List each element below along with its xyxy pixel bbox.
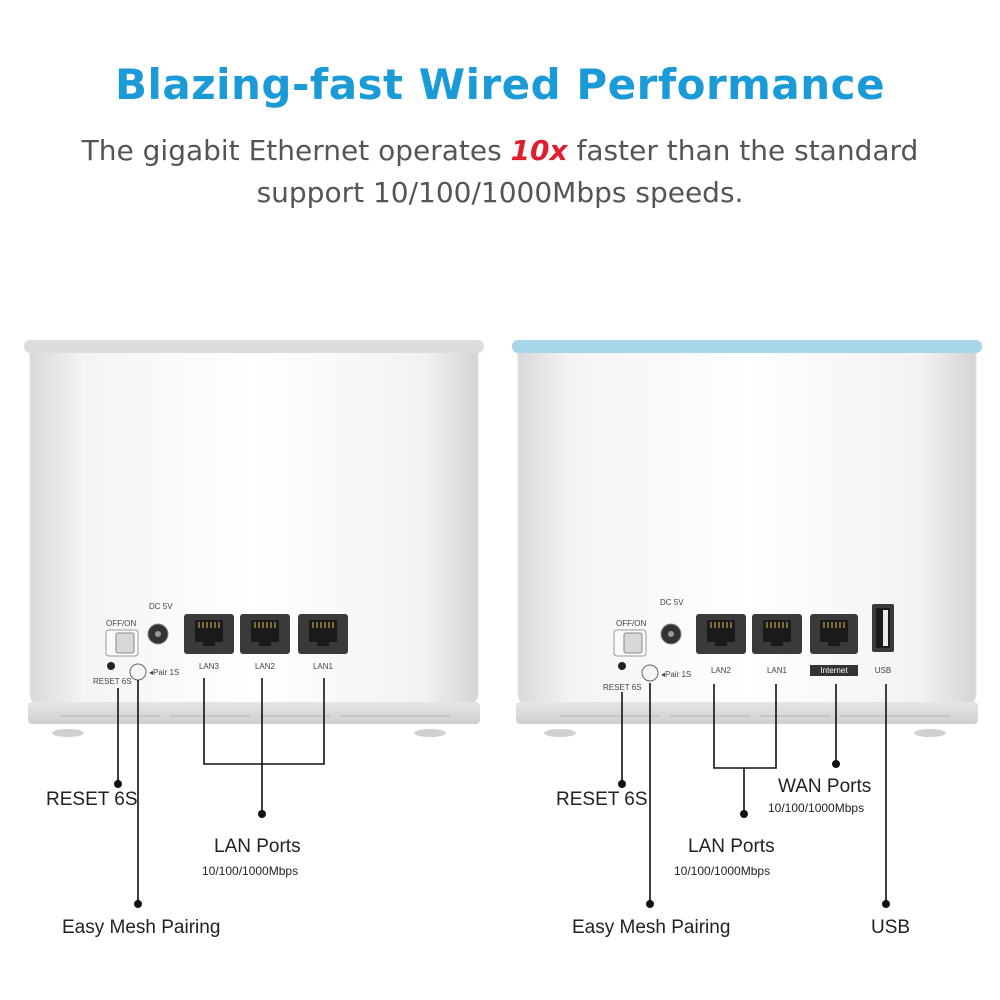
right-internet-label-bg xyxy=(810,665,858,676)
left-dc-pin xyxy=(155,631,161,637)
right-pair-button[interactable] xyxy=(641,664,659,682)
right-reset-hole[interactable] xyxy=(618,662,626,670)
right-router-top-rim xyxy=(512,340,982,353)
left-port-label-lan3: LAN3 xyxy=(199,662,220,671)
left-pair-button[interactable] xyxy=(129,663,147,681)
left-port-label-lan1: LAN1 xyxy=(313,662,334,671)
callout-right-pairing: Easy Mesh Pairing xyxy=(572,917,731,938)
left-port-label-lan2: LAN2 xyxy=(255,662,276,671)
left-lan-dot xyxy=(258,810,266,818)
left-reset-hole[interactable] xyxy=(107,662,115,670)
subtitle-highlight: 10x xyxy=(510,134,568,167)
right-router-base xyxy=(516,702,978,724)
right-router: OFF/ON DC 5V RESET 6S ◂Pair 1S LAN2 LAN1… xyxy=(512,340,982,737)
right-power-switch-knob[interactable] xyxy=(623,632,643,654)
right-router-foot-right xyxy=(914,729,946,737)
callout-right-lan: LAN Ports xyxy=(688,836,775,857)
right-reset-dot xyxy=(618,780,626,788)
callout-left-pairing: Easy Mesh Pairing xyxy=(62,917,221,938)
right-lan-dot xyxy=(740,810,748,818)
page-heading: Blazing-fast Wired Performance xyxy=(114,60,886,109)
left-power-switch-knob[interactable] xyxy=(115,632,135,654)
right-wan-dot xyxy=(832,760,840,768)
left-router-foot-left xyxy=(52,729,84,737)
callout-right-wan-speed: 10/100/1000Mbps xyxy=(768,801,865,815)
left-pair-dot xyxy=(134,900,142,908)
callout-right-reset: RESET 6S xyxy=(556,789,648,810)
right-pair-label: ◂Pair 1S xyxy=(661,670,691,679)
callout-lines xyxy=(117,678,887,902)
right-dc-pin xyxy=(668,631,674,637)
right-switch-label: OFF/ON xyxy=(616,619,646,628)
callout-dots xyxy=(114,760,890,908)
right-port-usb xyxy=(872,604,894,652)
left-lan-bracket xyxy=(203,678,325,765)
right-dc-label: DC 5V xyxy=(660,598,684,607)
callout-left-reset: RESET 6S xyxy=(46,789,138,810)
right-port-label-lan2: LAN2 xyxy=(711,666,732,675)
left-dc-label: DC 5V xyxy=(149,602,173,611)
right-port-lan1 xyxy=(752,614,802,654)
right-router-foot-left xyxy=(544,729,576,737)
right-router-body xyxy=(517,344,977,707)
right-port-label-internet: Internet xyxy=(820,666,848,675)
left-router: OFF/ON DC 5V RESET 6S ◂Pair 1S LAN3 LAN2… xyxy=(24,340,484,737)
left-port-lan3 xyxy=(184,614,234,654)
left-router-foot-right xyxy=(414,729,446,737)
left-router-base xyxy=(28,702,480,724)
subtitle-line-1: The gigabit Ethernet operates 10x faster… xyxy=(0,134,1000,167)
callout-right-usb: USB xyxy=(871,917,911,938)
left-port-lan2 xyxy=(240,614,290,654)
callout-left-lan: LAN Ports xyxy=(214,836,301,857)
callout-left-lan-speed: 10/100/1000Mbps xyxy=(202,864,299,878)
callout-right-wan: WAN Ports xyxy=(778,776,872,797)
left-port-lan1 xyxy=(298,614,348,654)
left-router-top-rim xyxy=(24,340,484,353)
right-pair-dot xyxy=(646,900,654,908)
left-reset-dot xyxy=(114,780,122,788)
right-port-internet xyxy=(810,614,858,654)
callout-right-lan-speed: 10/100/1000Mbps xyxy=(674,864,771,878)
right-usb-dot xyxy=(882,900,890,908)
right-port-lan2 xyxy=(696,614,746,654)
right-port-label-usb: USB xyxy=(875,666,891,675)
left-reset-label: RESET 6S xyxy=(93,677,132,686)
subtitle-pre: The gigabit Ethernet operates xyxy=(81,134,511,167)
subtitle-line-2: support 10/100/1000Mbps speeds. xyxy=(256,176,744,209)
right-reset-label: RESET 6S xyxy=(603,683,642,692)
subtitle-post: faster than the standard xyxy=(567,134,919,167)
left-switch-label: OFF/ON xyxy=(106,619,136,628)
left-pair-label: ◂Pair 1S xyxy=(149,668,179,677)
right-lan-bracket xyxy=(713,684,777,769)
right-port-label-lan1: LAN1 xyxy=(767,666,788,675)
